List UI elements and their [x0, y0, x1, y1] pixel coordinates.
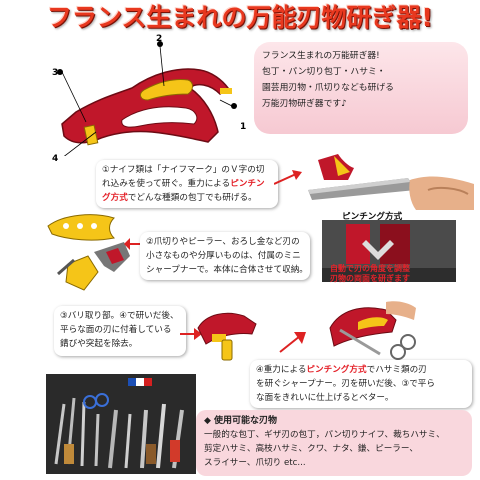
step1-line3: でどんな種類の包丁でも研げる。: [127, 193, 257, 203]
callout-3: 3: [52, 68, 59, 78]
callout-1: 1: [240, 122, 247, 132]
step3-bubble: ③バリ取り部。④で研いだ後、 平らな面の刃に付着している 錆びや突起を除去。: [54, 306, 186, 356]
intro-text: フランス生まれの万能研ぎ器! 包丁・パン切り包丁・ハサミ・ 園芸用刃物・爪切りな…: [262, 48, 394, 112]
step4-line3: な面をきれいに仕上げるとベター。: [256, 393, 394, 403]
features-line: 剪定ハサミ、高枝ハサミ、クワ、ナタ、鎌、ピーラー、: [204, 444, 418, 454]
step3-line: 錆びや突起を除去。: [60, 339, 138, 349]
pinching-photo: [322, 220, 456, 282]
features-line: 一般的な包丁、ギザ刃の包丁，パン切りナイフ、裁ちハサミ、: [204, 430, 445, 440]
intro-panel: [254, 42, 468, 134]
step1-line2: れ込みを使って研ぐ。重力による: [102, 179, 231, 189]
page-title: フランス生まれの万能刃物研ぎ器!: [47, 3, 433, 32]
step2-line: シャープナーで。本体に合体させて収納。: [146, 265, 308, 275]
step3-line: 平らな面の刃に付着している: [60, 325, 172, 335]
knife-sharpening-photo: [308, 154, 474, 210]
step2-line: 小さなものや分厚いものは、付属のミニ: [146, 251, 301, 261]
pinching-label: ピンチング方式: [342, 212, 403, 222]
step1-bubble: ①ナイフ類は「ナイフマーク」のＶ字の切 れ込みを使って研ぐ。重力によるピンチン …: [96, 160, 278, 208]
callout-2: 2: [156, 34, 163, 44]
scissors-sharpening-photo: [329, 301, 416, 360]
intro-line: フランス生まれの万能研ぎ器!: [262, 51, 380, 61]
arrow-icon: [180, 328, 202, 340]
callout-4: 4: [52, 154, 59, 164]
step3-line: ③バリ取り部。④で研いだ後、: [60, 311, 179, 321]
step4-highlight: ピンチング方式: [306, 365, 367, 375]
step4-bubble: ④重力によるピンチング方式でハサミ類の刃 を研ぐシャープナー。刃を研いだ後、③で…: [250, 360, 472, 408]
arrow-icon: [124, 238, 142, 250]
blades-collection-image: [54, 378, 184, 469]
mini-sharpener-illustration: [47, 214, 130, 291]
step2-line: ②爪切りやピーラー、おろし金など刃の: [146, 237, 300, 247]
pinching-image: [322, 224, 456, 282]
step1-line1: ①ナイフ類は「ナイフマーク」のＶ字の切: [102, 165, 265, 175]
arrow-icon: [279, 332, 306, 353]
intro-line: 万能刃物研ぎ器です♪: [262, 99, 347, 109]
step1-highlight: ピンチン: [230, 179, 265, 189]
features-panel: ◆ 使用可能な刃物 一般的な包丁、ギザ刃の包丁，パン切りナイフ、裁ちハサミ、 剪…: [196, 410, 472, 476]
features-line: スライサー、爪切り etc...: [204, 458, 306, 468]
arrow-icon: [274, 170, 302, 185]
burr-removal-illustration: [197, 312, 257, 361]
step1-highlight: グ方式: [102, 193, 128, 203]
intro-line: 包丁・パン切り包丁・ハサミ・: [262, 67, 386, 77]
step2-bubble: ②爪切りやピーラー、おろし金など刃の 小さなものや分厚いものは、付属のミニ シャ…: [140, 232, 310, 280]
intro-line: 園芸用刃物・爪切りなども研げる: [262, 83, 394, 93]
step4-prefix: ④重力による: [256, 365, 307, 375]
step4-suffix: でハサミ類の刃: [366, 365, 427, 375]
pinching-caption: 自動で刃の角度を調整 刃物の両面を研ぎます: [330, 264, 410, 284]
blades-collection-photo: [46, 374, 196, 474]
sharpener-illustration: [57, 41, 237, 156]
pinching-caption-2: 刃物の両面を研ぎます: [330, 274, 410, 283]
step4-line2: を研ぐシャープナー。刃を研いだ後、③で平ら: [256, 379, 435, 389]
pinching-caption-1: 自動で刃の角度を調整: [330, 264, 410, 273]
features-title: ◆ 使用可能な刃物: [204, 416, 278, 426]
